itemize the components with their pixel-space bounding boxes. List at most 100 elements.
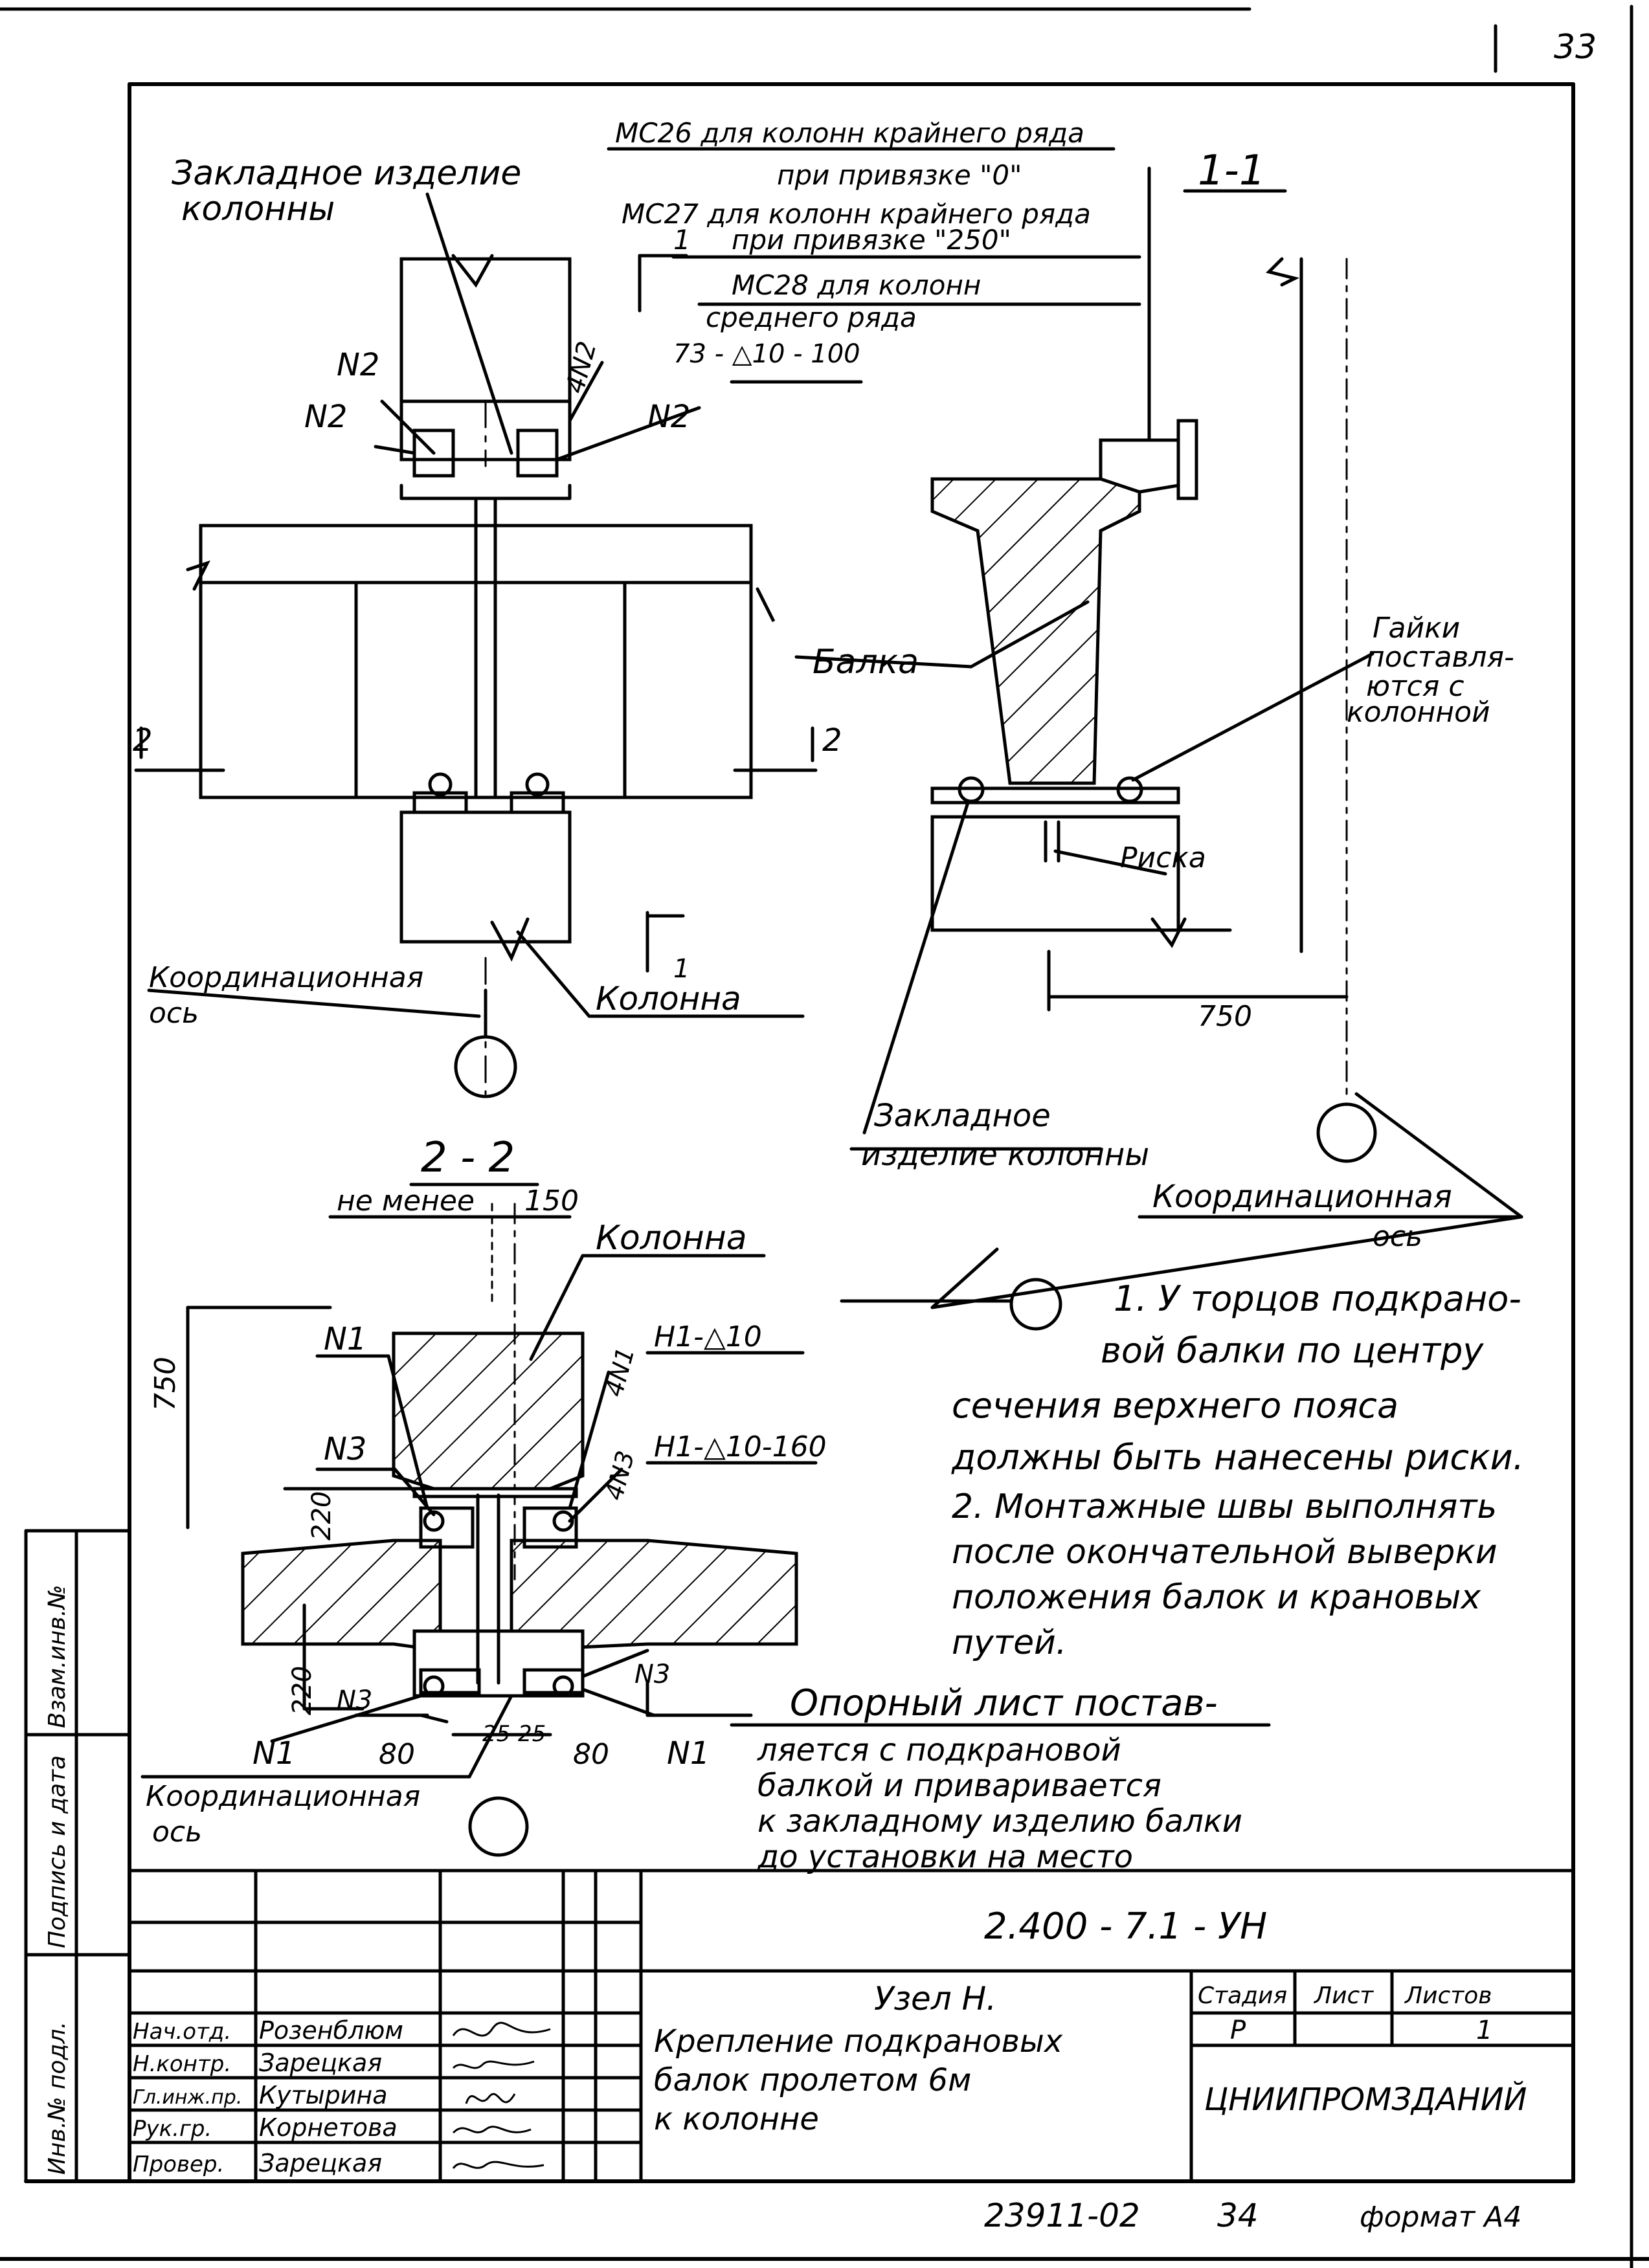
side-inv-orig: Инв.№ подл. — [44, 2021, 71, 2175]
node-desc-1: Крепление подкрановых — [654, 2023, 1063, 2060]
weld-4n2: 4N2 — [560, 339, 602, 397]
mc28-line2: среднего ряда — [706, 302, 917, 333]
section-1-1-title: 1-1 — [1198, 147, 1266, 195]
elev-column-label: Колонна — [596, 980, 741, 1017]
n1-right: N1 — [667, 1735, 710, 1772]
dim-25-left: 25 — [482, 1721, 510, 1747]
support-line5: до установки на место — [757, 1839, 1133, 1875]
note2-line1: 2. Монтажные швы выполнять — [952, 1487, 1497, 1526]
role-3: Рук.гр. — [133, 2116, 212, 2142]
elevation-view — [134, 192, 818, 1098]
embed-label-line2: колонны — [181, 190, 335, 228]
dim-750-1-1: 750 — [1198, 1000, 1252, 1033]
title-block-grid — [128, 1869, 1575, 2183]
side-inv-dup: Взам.инв.№ — [44, 1584, 71, 1728]
nuts-label-2: поставля- — [1366, 641, 1514, 674]
beam-label: Балка — [813, 643, 919, 682]
title-block: 2.400 - 7.1 - УН Узел Н. Крепление подкр… — [133, 1906, 1527, 2177]
note2-line4: путей. — [952, 1623, 1066, 1662]
name-4: Зарецкая — [259, 2149, 382, 2177]
page-number: 33 — [1554, 28, 1597, 67]
mark-label: Риска — [1120, 841, 1206, 874]
sheet-frame — [0, 5, 1649, 2268]
dim-25-right: 25 — [518, 1721, 546, 1747]
support-line3: балкой и приваривается — [757, 1768, 1161, 1804]
axis-1-1-label-1: Координационная — [1152, 1179, 1452, 1215]
cut-1-bottom: 1 — [673, 954, 690, 984]
weld-spec-n2: 73 - △10 - 100 — [673, 339, 860, 369]
text-layer: 33 1-1 МС26 для колонн крайнего ряда при… — [44, 28, 1597, 2234]
nuts-label-3: ются с — [1366, 670, 1464, 703]
note1-line1: 1. У торцов подкрано- — [1114, 1278, 1521, 1319]
n2-label-a: N2 — [337, 347, 379, 383]
name-2: Кутырина — [259, 2081, 388, 2109]
section-2-2-column: Колонна — [596, 1219, 747, 1258]
dim-150: 150 — [524, 1184, 579, 1217]
stage-value: Р — [1230, 2016, 1246, 2045]
support-line2: ляется с подкрановой — [757, 1732, 1121, 1768]
section-2-2-view — [140, 1183, 818, 1857]
not-less-label: не менее — [337, 1184, 475, 1217]
nuts-label-4: колонной — [1347, 696, 1490, 729]
mc27-line1: МС27 для колонн крайнего ряда — [622, 198, 1091, 230]
cut-1-label-top: 1 — [673, 224, 691, 256]
cut-2-left: 2 — [133, 722, 153, 759]
n3-right: N3 — [634, 1660, 670, 1689]
weld-4n1: 4N1 — [600, 1344, 640, 1400]
notes-pointer — [730, 1215, 1523, 1727]
n3-left: N3 — [337, 1685, 372, 1715]
dim-80-right: 80 — [573, 1738, 609, 1771]
name-3: Корнетова — [259, 2113, 398, 2142]
elev-axis-label-2: ось — [149, 997, 199, 1030]
note2-line3: положения балок и крановых — [952, 1578, 1481, 1617]
name-0: Розенблюм — [259, 2016, 403, 2045]
weld-n3: Н1-△10-160 — [654, 1430, 827, 1463]
section-2-2-title: 2 - 2 — [421, 1134, 515, 1182]
footer-code: 23911-02 — [984, 2197, 1140, 2234]
axis-2-2-label-1: Координационная — [146, 1780, 420, 1813]
weld-4n3: 4N3 — [600, 1448, 640, 1504]
mc28-line1: МС28 для колонн — [732, 269, 981, 301]
note1-line3: сечения верхнего пояса — [952, 1385, 1398, 1426]
n1-top: N1 — [324, 1321, 366, 1357]
sheets-header: Листов — [1404, 1983, 1492, 2009]
axis-1-1-label-2: ось — [1373, 1220, 1422, 1253]
mc26-line1: МС26 для колонн крайнего ряда — [615, 117, 1084, 149]
weld-n1: Н1-△10 — [654, 1320, 762, 1353]
embed-label-line1: Закладное изделие — [172, 154, 521, 193]
n2-label-b: N2 — [304, 399, 347, 435]
dim-220-top: 220 — [307, 1491, 337, 1540]
dim-750-2-2: 750 — [149, 1357, 182, 1411]
support-line4: к закладному изделию балки — [757, 1803, 1242, 1840]
role-0: Нач.отд. — [133, 2019, 231, 2045]
sheet-header: Лист — [1313, 1983, 1374, 2009]
role-1: Н.контр. — [133, 2051, 231, 2077]
mc26-line2: при привязке "0" — [777, 159, 1022, 191]
node-desc-3: к колонне — [654, 2101, 819, 2137]
elev-axis-label-1: Координационная — [149, 961, 423, 994]
role-2: Гл.инж.пр. — [133, 2086, 242, 2109]
n3-top: N3 — [324, 1431, 366, 1467]
cut-2-right: 2 — [822, 722, 842, 759]
dim-80-left: 80 — [379, 1738, 415, 1771]
embed-col-1: Закладное — [874, 1098, 1051, 1134]
n1-left: N1 — [252, 1735, 295, 1772]
note1-line4: должны быть нанесены риски. — [951, 1437, 1524, 1478]
organization: ЦНИИПРОМЗДАНИЙ — [1204, 2081, 1527, 2118]
footer-number: 34 — [1217, 2197, 1259, 2234]
nuts-label-1: Гайки — [1373, 612, 1460, 645]
axis-2-2-label-2: ось — [152, 1816, 202, 1849]
section-1-1-view — [607, 147, 1523, 1219]
support-line1: Опорный лист постав- — [790, 1682, 1218, 1724]
dim-220-bottom: 220 — [287, 1666, 317, 1715]
sheets-value: 1 — [1476, 2016, 1492, 2045]
format-label: формат А4 — [1360, 2201, 1521, 2234]
note2-line2: после окончательной выверки — [952, 1533, 1498, 1572]
stage-header: Стадия — [1198, 1983, 1287, 2009]
doc-code: 2.400 - 7.1 - УН — [984, 1906, 1267, 1948]
notes-block: 1. У торцов подкрано- вой балки по центр… — [757, 1278, 1524, 1875]
name-1: Зарецкая — [259, 2049, 382, 2077]
n2-label-c: N2 — [647, 399, 690, 435]
node-title: Узел Н. — [874, 1980, 996, 2018]
